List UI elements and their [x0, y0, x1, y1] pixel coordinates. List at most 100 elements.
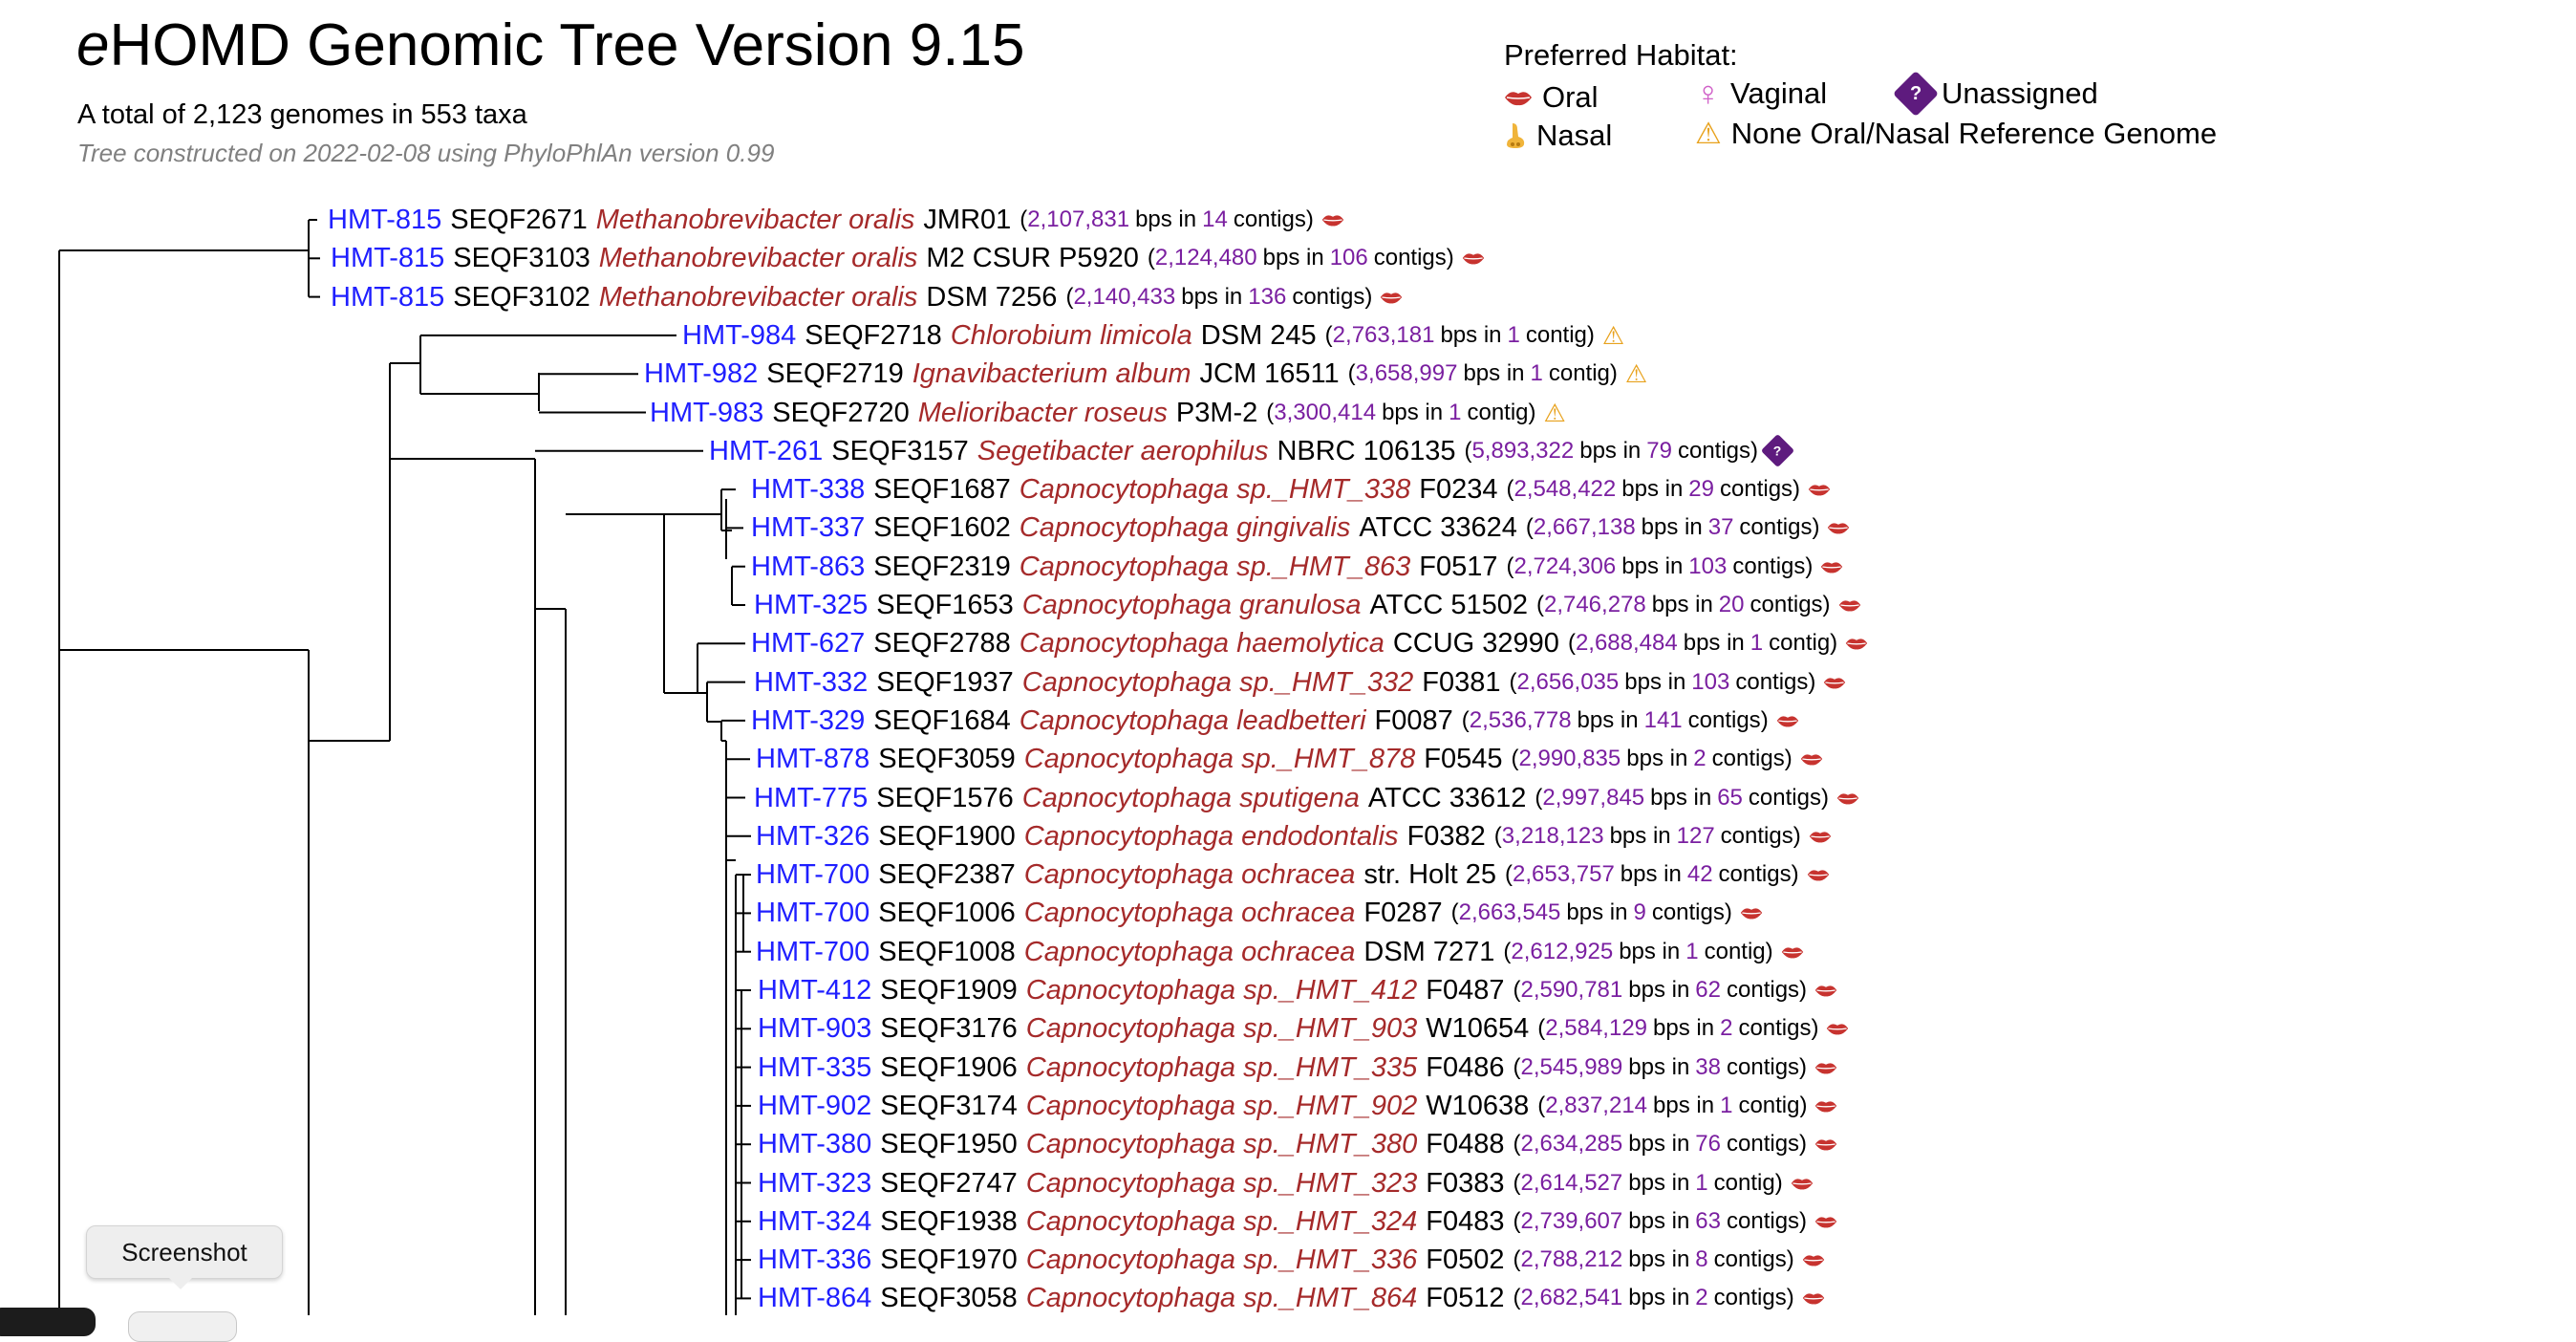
hmt-link[interactable]: HMT-627: [751, 628, 866, 660]
question-glyph: ?: [1909, 83, 1922, 104]
seqf-id: SEQF1576: [876, 782, 1014, 813]
species-name: Chlorobium limicola: [950, 319, 1192, 351]
hmt-link[interactable]: HMT-323: [758, 1167, 872, 1199]
lips-icon: [1505, 92, 1532, 106]
bps-in-text: bps in: [1620, 861, 1682, 888]
hmt-link[interactable]: HMT-325: [754, 590, 869, 620]
contigs-text: contig: [1738, 1092, 1800, 1118]
hmt-link[interactable]: HMT-337: [751, 512, 866, 544]
contig-count: 79: [1646, 437, 1672, 464]
hmt-link[interactable]: HMT-335: [758, 1051, 872, 1083]
hmt-link[interactable]: HMT-984: [682, 319, 797, 351]
lips-icon: [1827, 1024, 1849, 1035]
bps-in-text: bps in: [1683, 630, 1745, 657]
page-title-rest: HOMD Genomic Tree Version 9.15: [109, 12, 1025, 78]
contig-count: 37: [1707, 514, 1734, 541]
hmt-link[interactable]: HMT-329: [751, 704, 866, 736]
bps-in-text: bps in: [1626, 746, 1688, 772]
hmt-link[interactable]: HMT-903: [758, 1013, 872, 1045]
strain-name: W10654: [1426, 1013, 1530, 1045]
hmt-link[interactable]: HMT-324: [758, 1205, 872, 1237]
hmt-link[interactable]: HMT-863: [751, 551, 866, 582]
bps-in-text: bps in: [1624, 668, 1686, 695]
strain-name: F0512: [1426, 1283, 1505, 1314]
species-name: Melioribacter roseus: [917, 397, 1168, 428]
contigs-text: contigs: [1727, 1207, 1800, 1234]
species-name: Methanobrevibacter oralis: [598, 243, 918, 274]
contig-count: 76: [1695, 1131, 1721, 1158]
strain-name: DSM 245: [1200, 319, 1317, 351]
hmt-link[interactable]: HMT-815: [331, 243, 445, 274]
strain-name: P3M-2: [1175, 397, 1258, 428]
contig-count: 136: [1248, 283, 1287, 310]
strain-name: F0234: [1419, 474, 1498, 506]
seqf-id: SEQF3058: [880, 1283, 1018, 1314]
strain-name: F0483: [1426, 1205, 1505, 1237]
hmt-link[interactable]: HMT-380: [758, 1129, 872, 1160]
seqf-id: SEQF1970: [880, 1245, 1018, 1276]
lips-icon: [1814, 1139, 1837, 1151]
bps-count: 2,990,835: [1518, 746, 1621, 772]
contigs-text: contigs: [1720, 476, 1793, 503]
hmt-link[interactable]: HMT-326: [756, 820, 870, 852]
strain-name: NBRC 106135: [1277, 435, 1456, 466]
hmt-link[interactable]: HMT-815: [328, 205, 442, 235]
hmt-link[interactable]: HMT-336: [758, 1245, 872, 1276]
hmt-link[interactable]: HMT-332: [754, 666, 869, 698]
lips-icon: [1814, 1062, 1837, 1074]
hmt-link[interactable]: HMT-412: [758, 975, 872, 1006]
bps-count: 2,788,212: [1520, 1246, 1623, 1273]
hmt-link[interactable]: HMT-902: [758, 1090, 872, 1121]
strain-name: F0486: [1426, 1051, 1505, 1083]
contig-count: 2: [1720, 1015, 1733, 1042]
legend-label-oral: Oral: [1542, 80, 1599, 114]
hmt-link[interactable]: HMT-261: [709, 435, 824, 466]
contig-count: 1: [1720, 1092, 1733, 1118]
bps-count: 2,837,214: [1545, 1092, 1648, 1118]
bps-count: 2,634,285: [1520, 1131, 1623, 1158]
hmt-link[interactable]: HMT-775: [754, 782, 869, 813]
hmt-link[interactable]: HMT-878: [756, 744, 870, 775]
bps-in-text: bps in: [1628, 1053, 1690, 1080]
legend-label-vaginal: Vaginal: [1730, 76, 1828, 110]
lips-icon: [1828, 523, 1850, 534]
dock-button-light[interactable]: [128, 1311, 237, 1342]
hmt-link[interactable]: HMT-700: [756, 859, 870, 891]
hmt-link[interactable]: HMT-338: [751, 474, 866, 506]
hmt-link[interactable]: HMT-864: [758, 1283, 872, 1314]
species-name: Capnocytophaga sp._HMT_336: [1025, 1245, 1418, 1276]
hmt-link[interactable]: HMT-700: [756, 936, 870, 967]
hmt-link[interactable]: HMT-815: [331, 281, 445, 313]
contigs-text: contig: [1769, 630, 1831, 657]
species-name: Capnocytophaga sp._HMT_412: [1025, 975, 1418, 1006]
species-name: Segetibacter aerophilus: [977, 435, 1269, 466]
legend-item-none-oral-nasal: ⚠ None Oral/Nasal Reference Genome: [1695, 115, 2217, 153]
bps-count: 2,688,484: [1575, 630, 1678, 657]
species-name: Methanobrevibacter oralis: [595, 205, 915, 235]
species-name: Capnocytophaga ochracea: [1023, 898, 1356, 929]
hmt-link[interactable]: HMT-983: [650, 397, 764, 428]
contig-count: 1: [1449, 399, 1462, 425]
hmt-link[interactable]: HMT-700: [756, 898, 870, 929]
dock-button-dark[interactable]: [0, 1308, 96, 1336]
hmt-link[interactable]: HMT-982: [644, 358, 759, 390]
bps-in-text: bps in: [1653, 1092, 1715, 1118]
seqf-id: SEQF1653: [876, 590, 1014, 620]
page-title-prefix: e: [76, 12, 110, 78]
lips-icon: [1808, 485, 1831, 496]
